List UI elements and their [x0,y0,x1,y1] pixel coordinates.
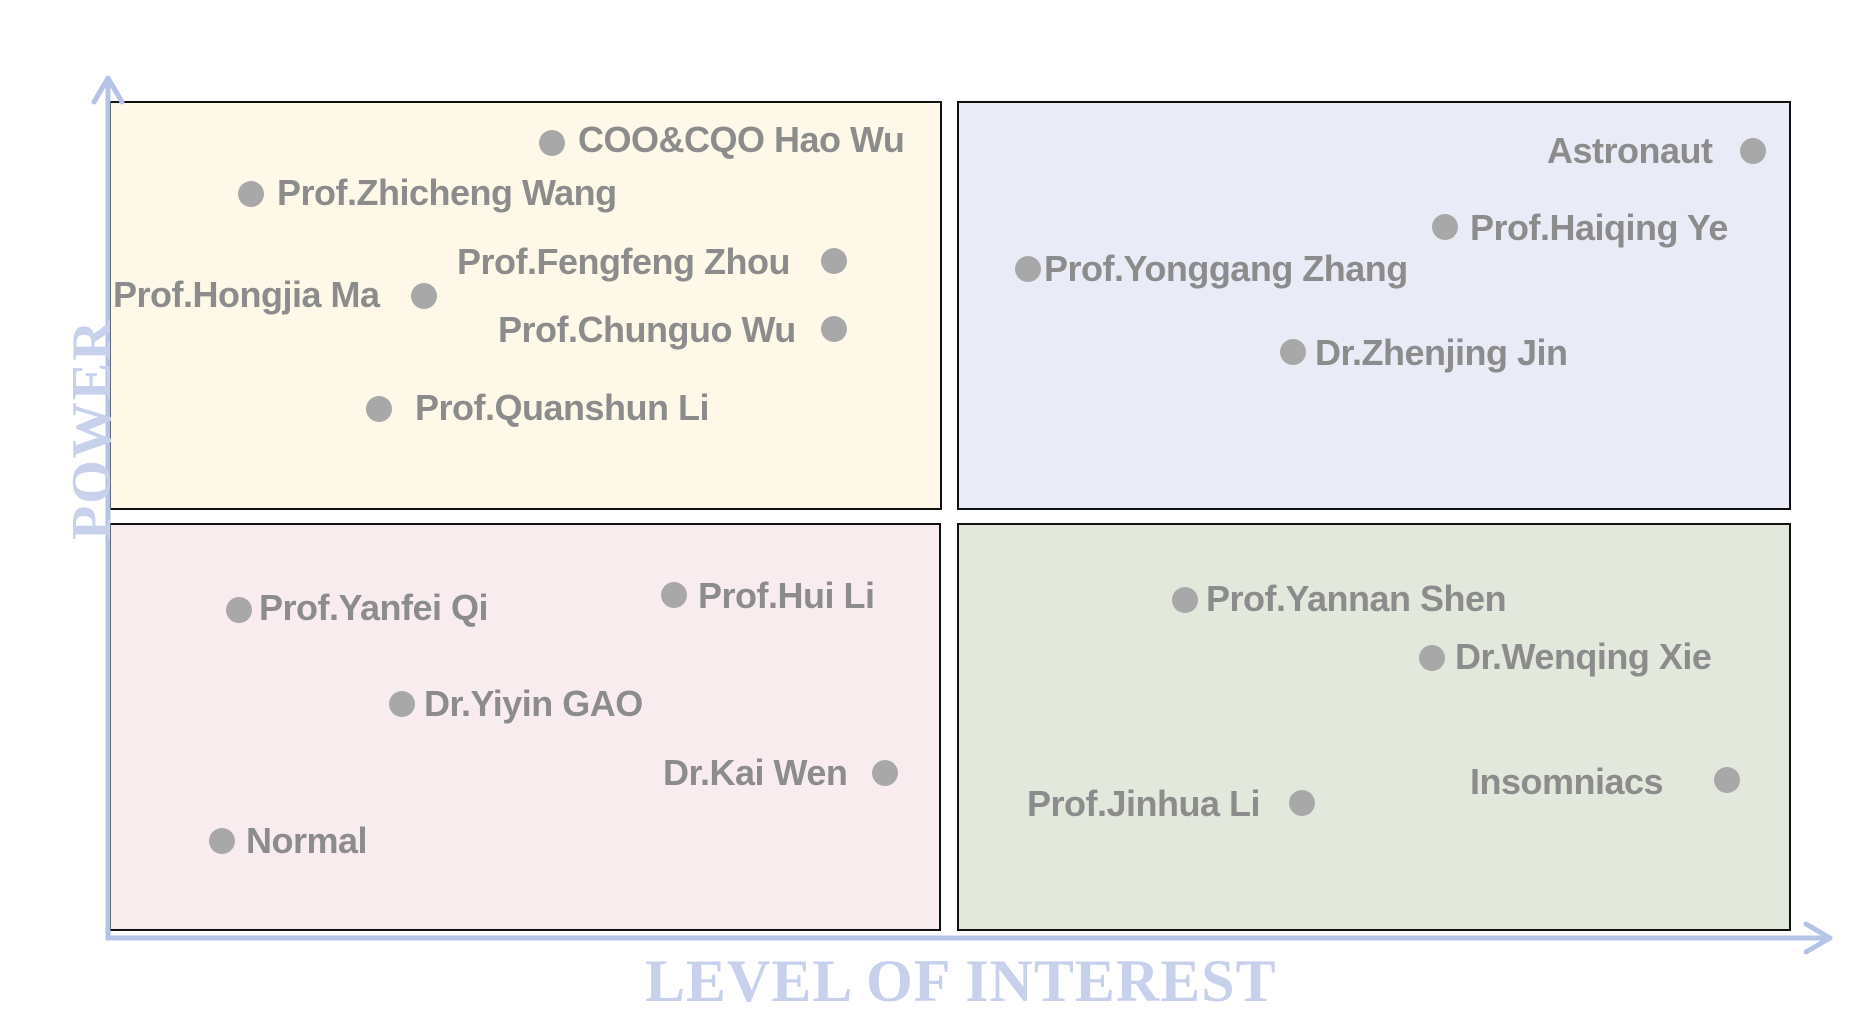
stakeholder-label-yiyin-gao: Dr.Yiyin GAO [424,683,643,724]
y-axis-arrow-icon [91,75,125,105]
stakeholder-dot [389,691,415,717]
stakeholder-dot [1015,256,1041,282]
stakeholder-label-normal: Normal [246,820,368,861]
stakeholder-label-zhenjing-jin: Dr.Zhenjing Jin [1315,332,1568,373]
stakeholder-dot [1280,339,1306,365]
x-axis-arrow-icon [1803,921,1833,955]
stakeholder-dot [821,248,847,274]
stakeholder-dot [1172,587,1198,613]
y-axis-title: POWER [61,318,123,540]
stakeholder-label-insomniacs: Insomniacs [1470,761,1664,802]
stakeholder-dot [821,316,847,342]
stakeholder-dot [872,760,898,786]
stakeholder-label-jinhua-li: Prof.Jinhua Li [1027,783,1261,824]
stakeholder-label-zhicheng-wang: Prof.Zhicheng Wang [277,172,617,213]
stakeholder-dot [1740,138,1766,164]
stakeholder-label-yonggang-zhang: Prof.Yonggang Zhang [1044,248,1408,289]
stakeholder-dot [238,181,264,207]
stakeholder-label-hao-wu: COO&CQO Hao Wu [578,119,905,160]
stakeholder-label-yanfei-qi: Prof.Yanfei Qi [259,587,489,628]
stakeholder-dot [539,130,565,156]
stakeholder-dot [226,597,252,623]
stakeholder-label-fengfeng-zhou: Prof.Fengfeng Zhou [457,241,790,282]
stakeholder-label-hongjia-ma: Prof.Hongjia Ma [113,274,380,315]
stakeholder-label-chunguo-wu: Prof.Chunguo Wu [498,309,796,350]
stakeholder-dot [1432,214,1458,240]
quadrant-low-power-low-interest [109,523,941,931]
quadrant-high-power-high-interest [957,101,1791,510]
stakeholder-label-hui-li: Prof.Hui Li [698,575,875,616]
quadrant-high-power-low-interest [109,101,942,510]
stakeholder-dot [1419,645,1445,671]
stakeholder-label-haiqing-ye: Prof.Haiqing Ye [1470,207,1728,248]
stakeholder-dot [1714,767,1740,793]
stakeholder-dot [1289,790,1315,816]
x-axis-title: LEVEL OF INTEREST [645,948,1277,1014]
stakeholder-label-astronaut: Astronaut [1547,130,1713,171]
stakeholder-label-kai-wen: Dr.Kai Wen [663,752,848,793]
stakeholder-label-yannan-shen: Prof.Yannan Shen [1206,578,1507,619]
stakeholder-dot [411,283,437,309]
quadrant-low-power-high-interest [957,523,1791,931]
stakeholder-dot [209,828,235,854]
stakeholder-label-quanshun-li: Prof.Quanshun Li [415,387,710,428]
stakeholder-dot [661,582,687,608]
stakeholder-dot [366,396,392,422]
stakeholder-label-wenqing-xie: Dr.Wenqing Xie [1455,636,1712,677]
